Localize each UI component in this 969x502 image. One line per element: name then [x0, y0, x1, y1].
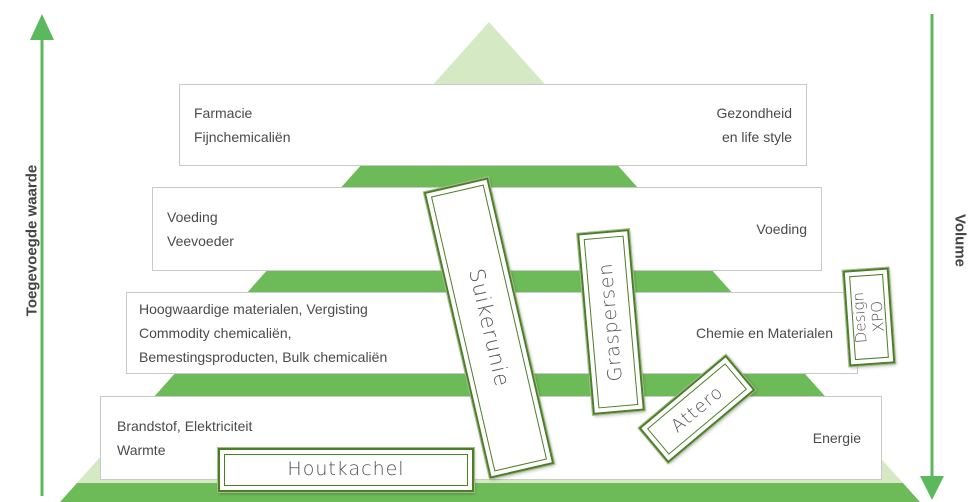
tier-1-left-line-1: Farmacie	[194, 105, 253, 121]
tier-2-left-line-1: Voeding	[167, 209, 218, 225]
stamp-design-line-2: XPO	[867, 300, 889, 333]
tier-1-right-line-1: Gezondheid	[716, 105, 792, 121]
down-arrow-icon	[920, 476, 944, 500]
tier-2-left-line-2: Veevoeder	[167, 233, 234, 249]
tier-3-left-line-1: Hoogwaardige materialen, Vergisting	[139, 301, 368, 317]
stamp-graspersen-label: Graspersen	[594, 261, 628, 383]
tier-4-left-line-1: Brandstof, Elektriciteit	[117, 418, 253, 434]
stamp-design-xpo: Design XPO	[842, 267, 896, 367]
tier-4-right-line-1: Energie	[812, 430, 861, 446]
right-axis-label: Volume	[951, 213, 969, 268]
left-axis-label: Toegevoegde waarde	[23, 164, 41, 317]
stamp-houtkachel: Houtkachel	[218, 448, 474, 492]
tier-2-right-line-1: Voeding	[756, 221, 807, 237]
stamp-houtkachel-label: Houtkachel	[287, 458, 405, 480]
tier-1-left-line-2: Fijnchemicaliën	[194, 129, 291, 145]
tier-1-right-line-2: en life style	[721, 129, 792, 145]
stamp-suikerunie-label: Suikerunie	[463, 266, 515, 390]
tier-4-left-line-2: Warmte	[117, 442, 166, 458]
pyramid-band-4	[60, 483, 920, 502]
tier-3-left-line-3: Bemestingsproducten, Bulk chemicaliën	[139, 349, 388, 365]
tier-3-left-line-2: Commodity chemicaliën,	[139, 325, 292, 341]
tier-3-right-line-1: Chemie en Materialen	[696, 325, 833, 341]
up-arrow-icon	[30, 14, 54, 40]
